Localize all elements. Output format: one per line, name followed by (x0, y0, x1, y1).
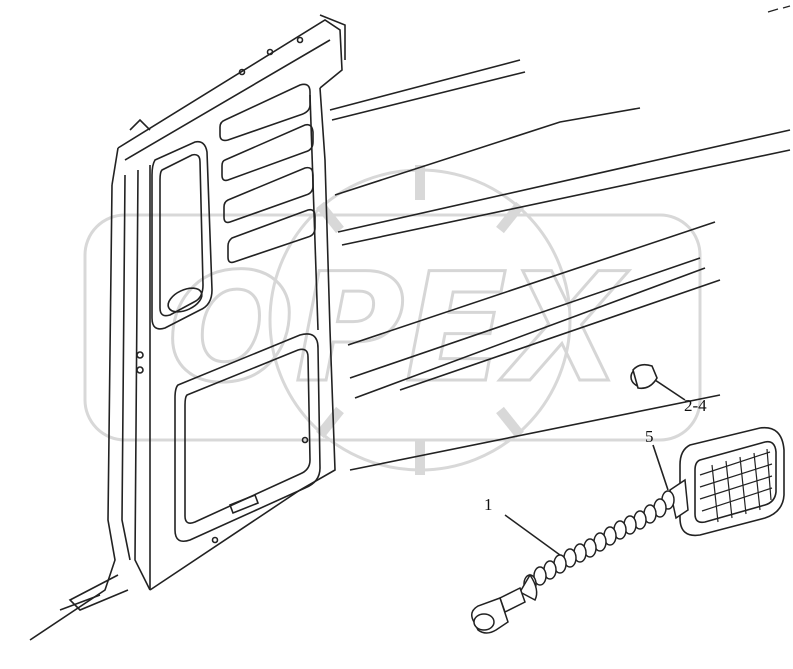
cable-part-1 (471, 478, 689, 634)
side-panel (29, 14, 346, 641)
callout-label-2-4: 2-4 (684, 396, 707, 415)
clip-part-2-4 (630, 363, 686, 401)
callout-label-5: 5 (645, 427, 654, 446)
callout-label-1: 1 (484, 495, 493, 514)
body-side-lines (329, 59, 791, 471)
speaker-part-5 (652, 426, 785, 537)
opex-watermark: OPEX (83, 165, 702, 475)
corner-mark (767, 5, 791, 13)
